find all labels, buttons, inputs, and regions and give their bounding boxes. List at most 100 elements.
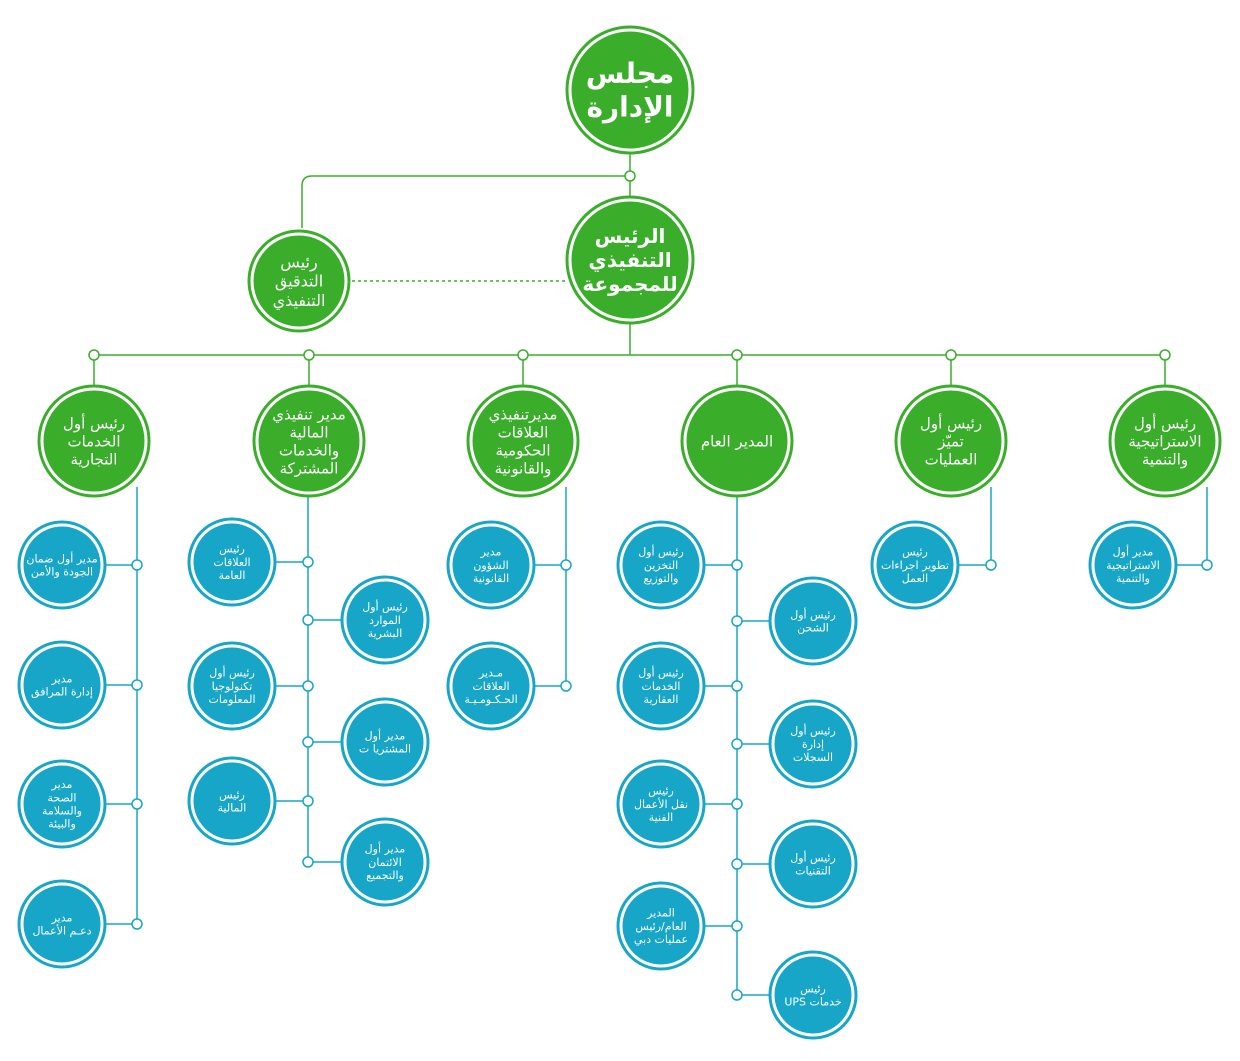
level2-node-gm-label-0: المدير العام bbox=[701, 432, 773, 450]
audit-node-label-0: رئيس bbox=[280, 252, 317, 272]
strategy-node-0-label-2: والتنمية bbox=[1116, 572, 1150, 585]
gm-node-6-label-1: العام/رئيس bbox=[635, 920, 686, 933]
gm-dot-7 bbox=[731, 989, 743, 1001]
gov-node-0-label-0: مدير bbox=[480, 546, 502, 559]
gov-node-0-disc bbox=[449, 523, 533, 607]
finance-node-0-label-1: العلاقات bbox=[213, 556, 250, 569]
strategy-dot-0 bbox=[1201, 559, 1213, 571]
gm-dot-4 bbox=[731, 798, 743, 810]
connector-dots bbox=[88, 170, 1213, 1001]
level2-node-commercial-label-0: رئيس أول bbox=[63, 413, 125, 432]
finance-node-0-label-0: رئيس bbox=[219, 543, 245, 556]
operations-dot-0 bbox=[985, 559, 997, 571]
gm-node-6-label-0: المدير bbox=[646, 907, 675, 920]
commercial-node-1-label-0: مدير bbox=[51, 672, 73, 685]
gm-node-2-label-0: رئيس أول bbox=[638, 666, 684, 680]
gm-node-0-label-1: التخزين bbox=[644, 559, 678, 572]
level2-node-operations-label-1: تميّز bbox=[937, 432, 964, 450]
commercial-dot-2 bbox=[131, 798, 143, 810]
gm-node-7-label-0: رئيس bbox=[800, 982, 826, 995]
gm-dot-1 bbox=[731, 615, 743, 627]
board-node-label-1: الإدارة bbox=[586, 91, 673, 124]
level2-dot-2 bbox=[731, 349, 743, 361]
finance-dot-1 bbox=[302, 614, 314, 626]
commercial-node-2-label-0: مدير bbox=[51, 778, 73, 791]
level2-node-strategy-label-1: الاستراتيجية bbox=[1128, 432, 1201, 450]
gov-node-0-label-2: القانونية bbox=[473, 572, 509, 585]
ceo-node-disc bbox=[568, 198, 692, 322]
board-node-label-0: مجلس bbox=[586, 57, 675, 90]
gm-node-6-label-2: عمليات دبي bbox=[634, 933, 688, 946]
ceo-node-label-0: الرئيس bbox=[595, 224, 666, 248]
finance-node-3-disc bbox=[343, 700, 427, 784]
gm-dot-3 bbox=[731, 738, 743, 750]
gm-node-1-disc bbox=[771, 579, 855, 663]
level2-dot-5 bbox=[88, 349, 100, 361]
commercial-dot-0 bbox=[131, 559, 143, 571]
level2-dot-4 bbox=[303, 349, 315, 361]
commercial-node-3-disc bbox=[20, 882, 104, 966]
finance-node-5-disc bbox=[343, 820, 427, 904]
level2-node-operations-disc bbox=[897, 387, 1005, 495]
gm-node-3-disc bbox=[771, 702, 855, 786]
commercial-node-2-label-3: والبيئة bbox=[48, 818, 76, 831]
operations-node-0-disc bbox=[873, 523, 957, 607]
gm-node-0-label-0: رئيس أول bbox=[638, 545, 684, 559]
level2-node-operations-label-0: رئيس أول bbox=[920, 413, 982, 432]
gov-node-1-label-1: العلاقات bbox=[472, 680, 509, 693]
strategy-node-0-label-1: الاستراتيجية bbox=[1106, 559, 1160, 572]
commercial-node-0-disc bbox=[20, 523, 104, 607]
commercial-node-1-label-1: إدارة المرافق bbox=[31, 685, 93, 699]
commercial-node-3-label-1: دعـم الأعمال bbox=[32, 923, 91, 937]
finance-node-1-disc bbox=[343, 578, 427, 662]
level2-dot-0 bbox=[1159, 349, 1171, 361]
gov-dot-0 bbox=[560, 559, 572, 571]
finance-node-4-label-1: المالية bbox=[218, 801, 247, 814]
gm-node-5-label-1: التقنيات bbox=[795, 864, 831, 877]
gm-node-3-label-0: رئيس أول bbox=[790, 724, 836, 738]
level2-node-commercial-label-1: الخدمات bbox=[67, 432, 120, 450]
finance-dot-5 bbox=[302, 856, 314, 868]
gm-node-5-disc bbox=[771, 822, 855, 906]
level2-node-strategy-disc bbox=[1111, 387, 1219, 495]
ceo-node-label-1: التنفيذي bbox=[588, 248, 671, 273]
gm-dot-2 bbox=[731, 680, 743, 692]
operations-node-0-label-1: تطوير اجراءات bbox=[881, 559, 949, 572]
finance-node-5-label-2: والتجميع bbox=[366, 869, 404, 882]
gov-node-1-disc bbox=[449, 644, 533, 728]
gm-node-0-disc bbox=[619, 523, 703, 607]
board-node-disc bbox=[568, 28, 692, 152]
finance-node-2-label-0: رئيس أول bbox=[209, 666, 255, 680]
gm-node-3-label-1: إدارة bbox=[802, 738, 824, 751]
finance-dot-0 bbox=[302, 556, 314, 568]
finance-node-2-disc bbox=[190, 644, 274, 728]
level2-dot-1 bbox=[945, 349, 957, 361]
finance-node-4-label-0: رئيس bbox=[219, 788, 245, 801]
gm-dot-5 bbox=[731, 858, 743, 870]
finance-node-2-label-2: المعلومات bbox=[209, 693, 256, 706]
level2-node-finance-disc bbox=[255, 387, 363, 495]
level2-dot-3 bbox=[517, 349, 529, 361]
gm-node-1-label-0: رئيس أول bbox=[790, 607, 836, 621]
audit-node-label-2: التنفيذي bbox=[273, 291, 326, 311]
